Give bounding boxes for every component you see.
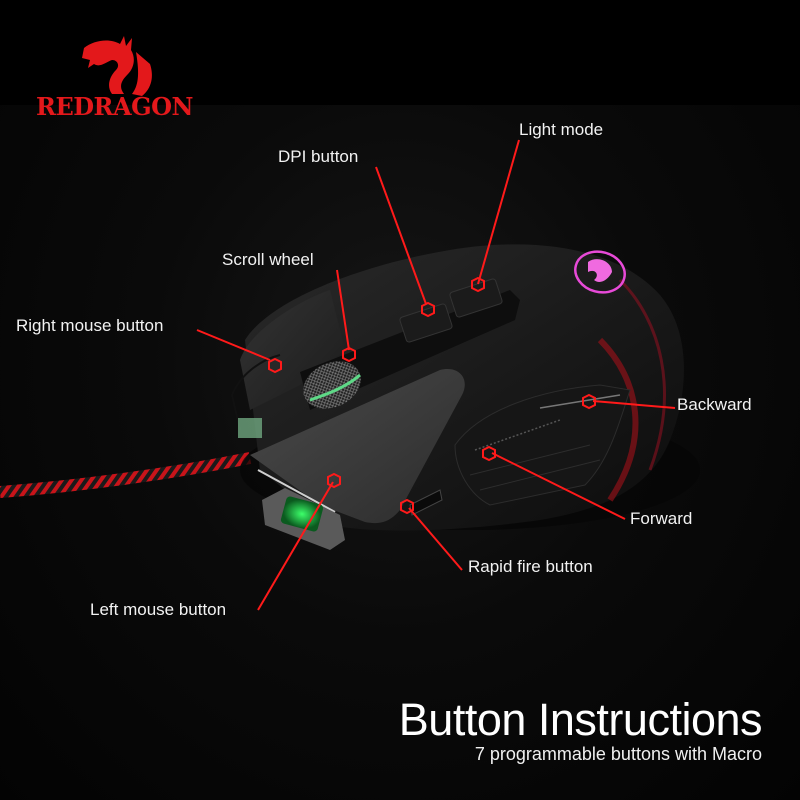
left-button-shape [250,369,465,524]
label-rapid-fire-button: Rapid fire button [468,557,593,576]
header-band [0,0,800,105]
mouse-logo-icon [574,250,626,294]
label-light-mode: Light mode [519,120,604,139]
callout-lines [196,139,676,611]
section-title: Button Instructions [398,694,763,745]
label-left-mouse-button: Left mouse button [90,600,227,619]
side-panel [454,384,631,506]
braided-cable [0,452,252,498]
label-dpi-button: DPI button [278,147,359,166]
label-scroll-wheel: Scroll wheel [222,250,314,269]
section-subtitle: 7 programmable buttons with Macro [474,744,762,764]
right-button-shape [240,290,345,410]
label-backward: Backward [677,395,752,414]
label-right-mouse-button: Right mouse button [16,316,164,335]
label-forward: Forward [630,509,693,528]
brand-wordmark: REDRAGON [36,92,193,121]
redragon-dragon-icon [82,36,152,96]
